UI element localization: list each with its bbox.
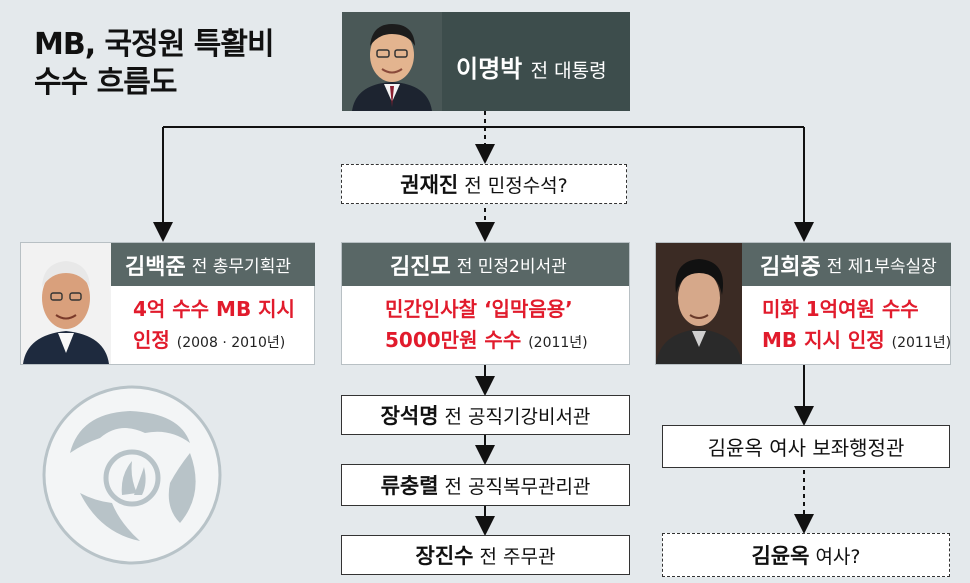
- right-person-name: 김희중: [760, 254, 821, 280]
- right-chain-aide: 김윤옥 여사 보좌행정관: [707, 436, 905, 460]
- chain-2-name: 류충렬: [380, 474, 439, 498]
- mid-person-box: 권재진 전 민정수석?: [341, 164, 627, 204]
- center-card-header: 김진모 전 민정2비서관: [342, 243, 629, 286]
- center-person-name: 김진모: [390, 254, 451, 280]
- top-person-label: 이명박 전 대통령: [456, 49, 607, 84]
- left-person-card: 김백준 전 총무기획관 4억 수수 MB 지시 인정 (2008 · 2010년…: [20, 242, 315, 365]
- chain-box-2: 류충렬 전 공직복무관리관: [341, 464, 630, 506]
- right-chain-name: 김윤옥: [751, 544, 810, 568]
- left-person-name: 김백준: [125, 254, 186, 280]
- top-person-name: 이명박: [456, 55, 523, 83]
- portrait-left: [21, 243, 111, 364]
- chain-2-role: 전 공직복무관리관: [444, 475, 591, 498]
- mid-person-role: 전 민정수석?: [464, 174, 568, 197]
- portrait-top: [342, 12, 442, 111]
- title-line-2: 수수 흐름도: [34, 65, 177, 100]
- right-person-role: 전 제1부속실장: [826, 257, 937, 277]
- center-person-card: 김진모 전 민정2비서관 민간인사찰 ‘입막음용’ 5000만원 수수 (201…: [341, 242, 630, 365]
- center-detail-line-1: 민간인사찰 ‘입막음용’: [385, 297, 573, 321]
- right-detail-line-1: 미화 1억여원 수수: [762, 297, 919, 321]
- portrait-right: [656, 243, 742, 364]
- title-line-1: MB, 국정원 특활비: [34, 27, 275, 62]
- right-person-card: 김희중 전 제1부속실장 미화 1억여원 수수 MB 지시 인정 (2011년): [655, 242, 951, 365]
- chain-box-3: 장진수 전 주무관: [341, 535, 630, 575]
- center-detail-line-2: 5000만원 수수: [385, 328, 522, 352]
- left-detail-year: (2008 · 2010년): [176, 335, 286, 351]
- left-card-header: 김백준 전 총무기획관: [111, 243, 315, 286]
- mid-person-name: 권재진: [400, 173, 459, 197]
- center-detail-year: (2011년): [528, 335, 588, 351]
- chain-1-role: 전 공직기강비서관: [444, 405, 591, 428]
- left-person-role: 전 총무기획관: [191, 257, 291, 277]
- right-card-detail: 미화 1억여원 수수 MB 지시 인정 (2011년): [762, 294, 951, 359]
- chain-1-name: 장석명: [380, 404, 439, 428]
- left-detail-line-2: 인정: [133, 328, 170, 352]
- top-person-role: 전 대통령: [530, 60, 607, 82]
- chain-3-name: 장진수: [415, 544, 474, 568]
- emblem-icon: [42, 385, 222, 565]
- right-card-header: 김희중 전 제1부속실장: [742, 243, 951, 286]
- center-card-detail: 민간인사찰 ‘입막음용’ 5000만원 수수 (2011년): [385, 294, 588, 359]
- diagram-title: MB, 국정원 특활비 수수 흐름도: [34, 26, 275, 102]
- chain-box-1: 장석명 전 공직기강비서관: [341, 395, 630, 435]
- center-person-role: 전 민정2비서관: [456, 257, 567, 277]
- left-detail-line-1: 4억 수수 MB 지시: [133, 297, 295, 321]
- right-chain-role: 여사?: [815, 545, 861, 568]
- right-chain-box-1: 김윤옥 여사 보좌행정관: [662, 425, 950, 468]
- left-card-detail: 4억 수수 MB 지시 인정 (2008 · 2010년): [133, 294, 295, 359]
- top-person-box: 이명박 전 대통령: [342, 12, 630, 111]
- right-chain-box-2: 김윤옥 여사?: [662, 533, 950, 577]
- chain-3-role: 전 주무관: [479, 545, 556, 568]
- right-detail-year: (2011년): [891, 335, 952, 351]
- right-detail-line-2: MB 지시 인정: [762, 328, 885, 352]
